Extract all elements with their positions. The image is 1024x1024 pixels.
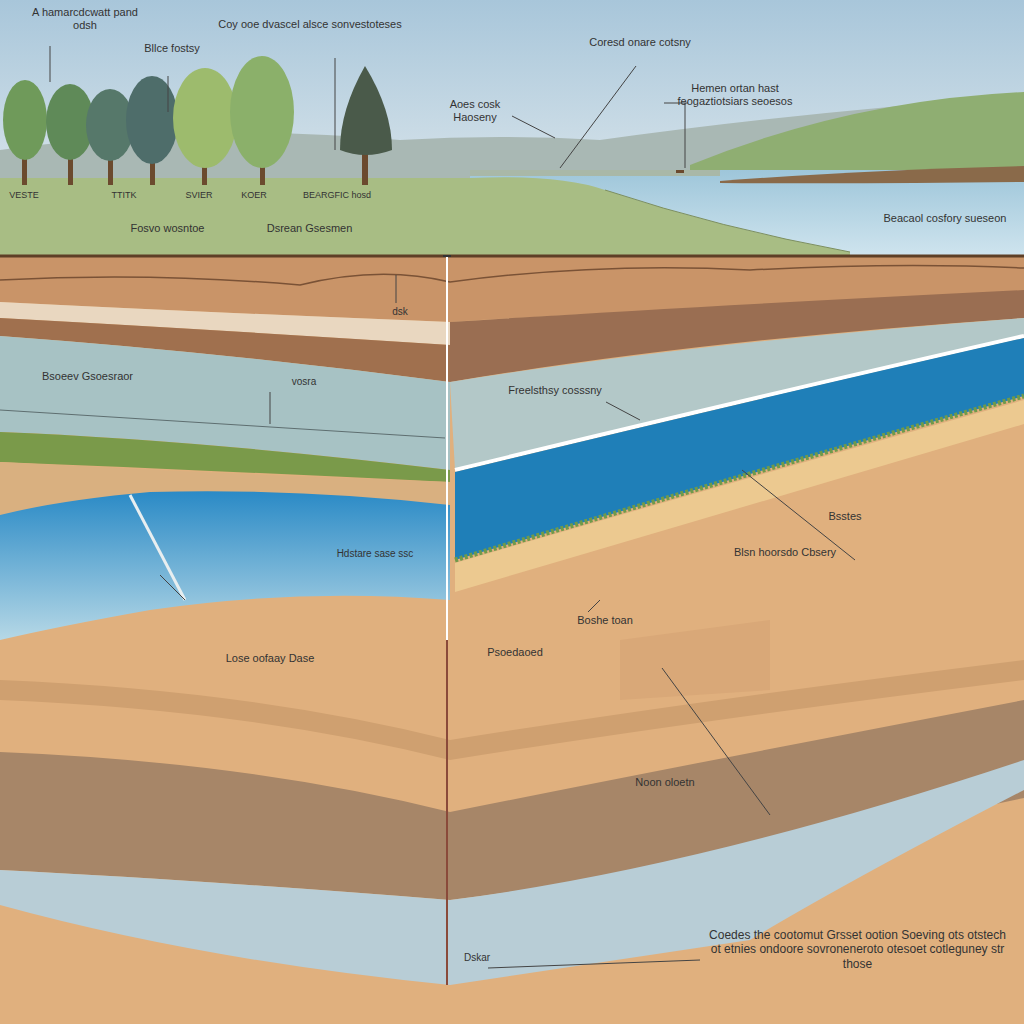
label: Bllce fostsy <box>142 42 202 55</box>
label: Psoedaoed <box>470 646 560 659</box>
label: Hdstare sase ssc <box>335 548 415 560</box>
label: Hemen ortan hast feogaztiotsiars seoesos <box>665 82 805 108</box>
label: Coedes the cootomut Grsset ootion Soevin… <box>705 928 1010 971</box>
label: Coy ooe dvascel alsce sonvestoteses <box>205 18 415 31</box>
label: Blsn hoorsdo Cbsery <box>730 546 840 559</box>
label: BEARGFIC hosd <box>292 190 382 201</box>
label: Beacaol cosfory sueseon <box>880 212 1010 225</box>
label: Noon oloetn <box>615 776 715 789</box>
label: KOER <box>232 190 276 201</box>
label: A hamarcdcwatt pand odsh <box>30 6 140 32</box>
label: VESTE <box>2 190 46 201</box>
label: Fosvo wosntoe <box>125 222 210 235</box>
label: Lose oofaay Dase <box>215 652 325 665</box>
label: SVIER <box>175 190 223 201</box>
label: Bsoeev Gsoesraor <box>40 370 135 383</box>
label: dsk <box>382 306 418 318</box>
label: Dsrean Gsesmen <box>262 222 357 235</box>
label: Dskar <box>452 952 502 964</box>
label: Bsstes <box>815 510 875 523</box>
label: Aoes cosk Haoseny <box>430 98 520 124</box>
label: Coresd onare cotsny <box>585 36 695 49</box>
label: Boshe toan <box>560 614 650 627</box>
label: TTITK <box>100 190 148 201</box>
label: vosra <box>280 376 328 388</box>
label: Freelsthsy cosssny <box>505 384 605 397</box>
